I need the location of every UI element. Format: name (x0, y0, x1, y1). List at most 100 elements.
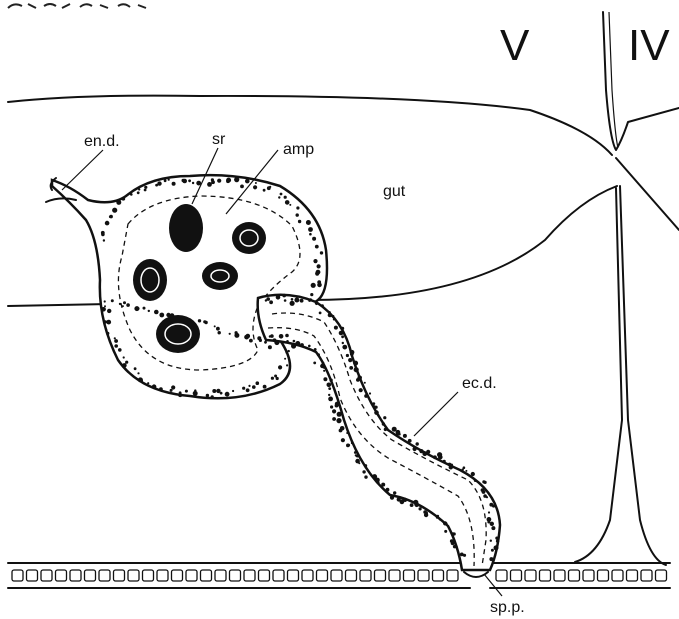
stipple-dot (144, 186, 147, 189)
body-wall-cell (540, 570, 551, 581)
stipple-dot (439, 519, 441, 521)
stipple-dot (269, 300, 273, 304)
stipple-dot (246, 334, 251, 339)
stipple-dot (308, 227, 313, 232)
stipple-dot (282, 294, 286, 298)
stipple-dot (245, 179, 250, 184)
stipple-dot (346, 432, 348, 434)
body-wall-cell (511, 570, 522, 581)
stipple-dot (433, 455, 437, 459)
stipple-dot (481, 488, 485, 492)
stipple-dot (249, 339, 253, 343)
stipple-dot (263, 189, 266, 192)
body-wall-cell (583, 570, 594, 581)
stipple-dot (172, 182, 176, 186)
body-wall-cell (569, 570, 580, 581)
stipple-dot (450, 539, 454, 543)
stipple-dot (491, 549, 494, 552)
stipple-dot (320, 251, 323, 254)
stipple-dot (268, 345, 272, 349)
stipple-dot (157, 181, 161, 185)
stipple-dot (143, 307, 146, 310)
sperm-reservoir (202, 262, 238, 290)
body-wall-cell (612, 570, 623, 581)
body-wall-cell (99, 570, 110, 581)
stipple-dot (179, 391, 182, 394)
stipple-dot (313, 350, 315, 352)
stipple-dot (337, 412, 342, 417)
stipple-dot (296, 206, 299, 209)
stipple-dot (116, 200, 121, 205)
stipple-dot (300, 343, 304, 347)
stipple-dot (382, 422, 385, 425)
stipple-dot (296, 213, 299, 216)
body-wall-cell (157, 570, 168, 581)
stipple-dot (235, 331, 238, 334)
stipple-dot (328, 313, 332, 317)
body-wall-cell (404, 570, 415, 581)
stipple-dot (101, 307, 106, 312)
body-wall-cell (259, 570, 270, 581)
stipple-dot (154, 310, 159, 315)
stipple-dot (350, 352, 354, 356)
stipple-dot (488, 511, 490, 513)
stipple-dot (419, 507, 422, 510)
stipple-dot (465, 470, 467, 472)
stipple-dot (317, 283, 322, 288)
stipple-dot (403, 498, 407, 502)
label-gut: gut (383, 183, 406, 200)
stipple-dot (289, 204, 291, 206)
stipple-dot (328, 394, 330, 396)
stipple-dot (264, 341, 267, 344)
stipple-dot (486, 496, 488, 498)
stipple-dot (109, 215, 112, 218)
stipple-dot (267, 186, 271, 190)
stipple-dot (317, 353, 320, 356)
stipple-dot (246, 388, 250, 392)
stipple-dot (291, 298, 294, 301)
body-wall-cell (447, 570, 458, 581)
body-wall-cell (389, 570, 400, 581)
sperm-reservoir (156, 315, 200, 353)
stipple-dot (315, 245, 319, 249)
stipple-dot (152, 385, 156, 389)
stipple-dot (211, 395, 214, 398)
stipple-dot (111, 299, 114, 302)
stipple-dot (471, 472, 475, 476)
stipple-dot (218, 331, 221, 334)
body-wall-cell (215, 570, 226, 581)
stipple-dot (327, 383, 332, 388)
stipple-dot (276, 295, 281, 300)
stipple-dot (311, 283, 316, 288)
stipple-dot (490, 540, 492, 542)
stipple-dot (332, 315, 335, 318)
stipple-dot (284, 299, 287, 302)
stipple-dot (491, 526, 495, 530)
stipple-dot (119, 303, 121, 305)
body-wall-cell (244, 570, 255, 581)
stipple-dot (312, 237, 316, 241)
body-wall-cell (331, 570, 342, 581)
stipple-dot (211, 178, 214, 181)
stipple-dot (390, 496, 394, 500)
stipple-dot (393, 491, 396, 494)
stipple-dot (323, 366, 326, 369)
stipple-dot (284, 358, 286, 360)
body-wall-cell (346, 570, 357, 581)
stipple-dot (123, 356, 125, 358)
stipple-dot (271, 377, 274, 380)
body-wall-cell (288, 570, 299, 581)
stipple-dot (192, 182, 194, 184)
stipple-dot (248, 385, 250, 387)
stipple-dot (342, 345, 347, 350)
stipple-dot (408, 439, 412, 443)
stipple-dot (114, 337, 116, 339)
stipple-dot (159, 387, 163, 391)
stipple-dot (171, 385, 175, 389)
body-wall-cell (27, 570, 38, 581)
stipple-dot (496, 539, 499, 542)
stipple-dot (443, 521, 447, 525)
stipple-dot (273, 338, 277, 342)
stipple-dot (332, 417, 336, 421)
stipple-dot (164, 179, 167, 182)
